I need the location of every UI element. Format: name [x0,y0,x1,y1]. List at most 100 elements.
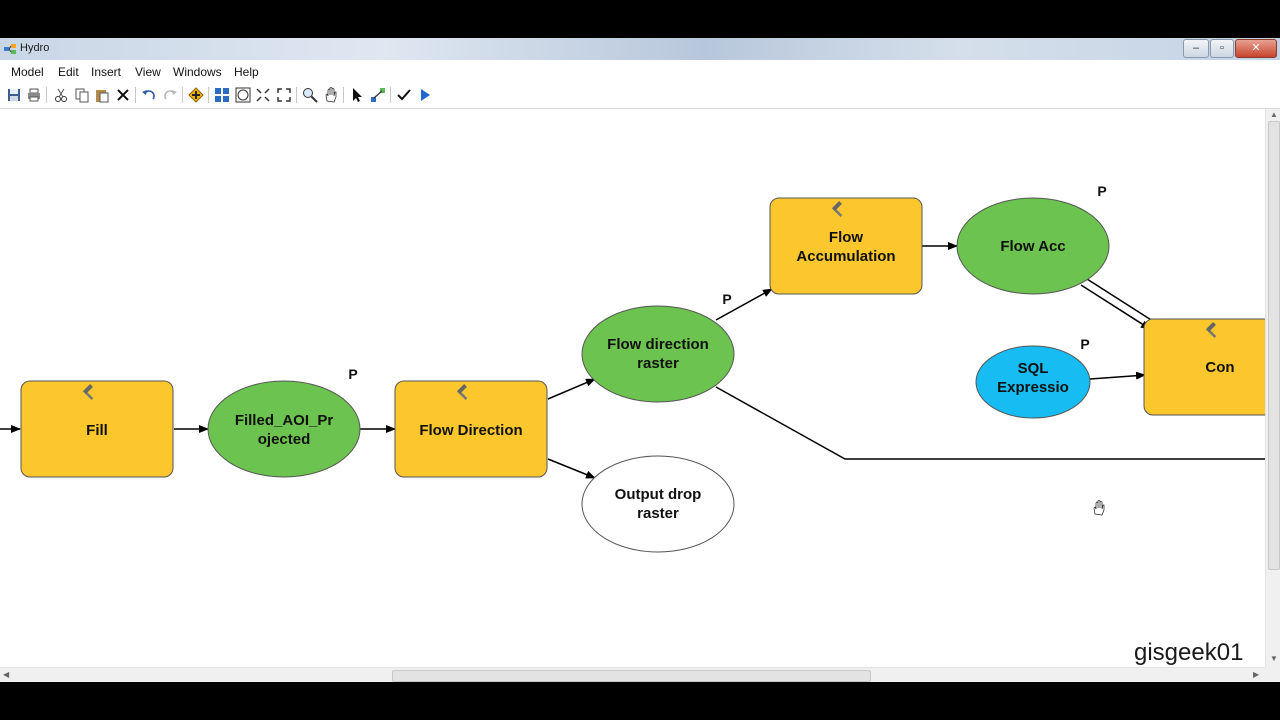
tool-fill[interactable]: Fill [20,380,174,478]
tool-flow-accumulation-label-line1: Flow [829,229,863,246]
close-icon: ✕ [1251,42,1261,54]
hammer-icon [1206,322,1217,338]
scroll-left-icon[interactable]: ◀ [3,670,10,679]
variable-flow-acc-ellipse [956,197,1110,295]
variable-filled-aoi-label-line1: Filled_AOI_Pr [235,412,334,429]
window-title: Hydro [20,42,50,54]
toolbar-separator [343,87,344,103]
title-bar: Hydro ‒ ▫ ✕ [0,38,1280,60]
vertical-scrollbar[interactable]: ▲ ▼ [1265,109,1280,667]
scroll-down-icon[interactable]: ▼ [1270,654,1278,663]
hammer-icon [832,201,843,217]
redo-icon[interactable] [162,87,178,103]
tool-flow-direction-label: Flow Direction [419,422,522,439]
copy-icon[interactable] [74,87,90,103]
connector-flowdir-to-drop [547,458,596,479]
maximize-icon: ▫ [1220,42,1224,54]
variable-sql-expression-ellipse [975,345,1091,419]
variable-output-drop-raster-label-line2: raster [637,505,679,522]
letterbox-bottom [0,682,1280,720]
variable-output-drop-raster-label-line1: Output drop [615,486,702,503]
minimize-icon: ‒ [1192,42,1200,54]
model-diagram: Fill Filled_AOI_Pr ojected P Flow Direct… [0,183,1265,553]
paste-icon[interactable] [94,87,110,103]
variable-flow-direction-raster-label-line1: Flow direction [607,336,709,353]
delete-icon[interactable] [115,87,131,103]
connector-flowacc-to-con-b [1080,284,1151,330]
connector-flowacc-to-con-a [1086,278,1157,324]
variable-output-drop-raster-ellipse [581,455,735,553]
zoom-icon[interactable] [302,87,318,103]
hammer-icon [457,384,468,400]
menu-view[interactable]: View [135,65,161,79]
fixed-zoom-out-icon[interactable] [276,87,292,103]
connector-raster-to-con [715,386,1265,460]
maximize-button[interactable]: ▫ [1210,39,1234,58]
menu-bar: Model Edit Insert View Windows Help [0,60,1280,82]
toolbar-separator [182,87,183,103]
menu-edit[interactable]: Edit [58,65,79,79]
hand-cursor-icon [1093,500,1105,516]
auto-layout-icon[interactable] [214,87,230,103]
fixed-zoom-in-icon[interactable] [255,87,271,103]
vertical-scroll-thumb[interactable] [1268,121,1280,570]
tool-fill-box [20,380,174,478]
variable-filled-aoi-ellipse [207,380,361,478]
variable-flow-acc[interactable]: Flow Acc P [956,183,1110,295]
variable-sql-expression-label-line2: Expressio [997,379,1069,396]
menu-insert[interactable]: Insert [91,65,122,79]
menu-windows[interactable]: Windows [173,65,222,79]
connector-flowdir-to-raster [547,378,596,400]
close-button[interactable]: ✕ [1235,39,1277,58]
connector-raster-to-flowacc [715,288,773,321]
toolbar-separator [390,87,391,103]
model-app-icon [4,44,16,54]
select-icon[interactable] [349,87,365,103]
variable-flow-direction-raster[interactable]: Flow direction raster P [581,291,735,403]
add-data-icon[interactable] [188,87,204,103]
parameter-marker: P [348,366,357,382]
tool-con[interactable]: Con [1143,318,1265,416]
full-extent-icon[interactable] [235,87,251,103]
variable-flow-acc-label: Flow Acc [1000,238,1065,255]
variable-filled-aoi-projected[interactable]: Filled_AOI_Pr ojected P [207,366,361,478]
connect-icon[interactable] [370,87,386,103]
tool-flow-direction-box [394,380,548,478]
tool-flow-accumulation[interactable]: Flow Accumulation [769,197,923,295]
horizontal-scrollbar[interactable]: ◀ ▶ [0,667,1265,683]
scroll-up-icon[interactable]: ▲ [1270,110,1278,119]
tool-fill-label: Fill [86,422,108,439]
variable-flow-direction-raster-label-line2: raster [637,355,679,372]
print-icon[interactable] [26,87,42,103]
run-icon[interactable] [417,87,433,103]
letterbox-top [0,0,1280,38]
pan-icon[interactable] [323,87,339,103]
minimize-button[interactable]: ‒ [1183,39,1209,58]
parameter-marker: P [1080,336,1089,352]
menu-model[interactable]: Model [11,65,44,79]
scrollbar-corner [1265,667,1280,682]
tool-flow-accumulation-label-line2: Accumulation [796,248,895,265]
hammer-icon [83,384,94,400]
toolbar [0,82,1280,109]
menu-help[interactable]: Help [234,65,259,79]
toolbar-separator [296,87,297,103]
undo-icon[interactable] [141,87,157,103]
tool-flow-accumulation-box [769,197,923,295]
tool-flow-direction[interactable]: Flow Direction [394,380,548,478]
variable-flow-direction-raster-ellipse [581,305,735,403]
toolbar-separator [46,87,47,103]
scroll-right-icon[interactable]: ▶ [1253,670,1260,679]
toolbar-separator [208,87,209,103]
save-icon[interactable] [6,87,22,103]
tool-con-label: Con [1205,359,1234,376]
variable-filled-aoi-label-line2: ojected [258,431,311,448]
variable-output-drop-raster[interactable]: Output drop raster [581,455,735,553]
parameter-marker: P [1097,183,1106,199]
model-canvas[interactable]: Fill Filled_AOI_Pr ojected P Flow Direct… [0,109,1265,667]
cut-icon[interactable] [53,87,69,103]
validate-icon[interactable] [396,87,412,103]
variable-sql-expression[interactable]: SQL Expressio P [975,336,1091,419]
horizontal-scroll-thumb[interactable] [392,670,871,682]
toolbar-separator [135,87,136,103]
